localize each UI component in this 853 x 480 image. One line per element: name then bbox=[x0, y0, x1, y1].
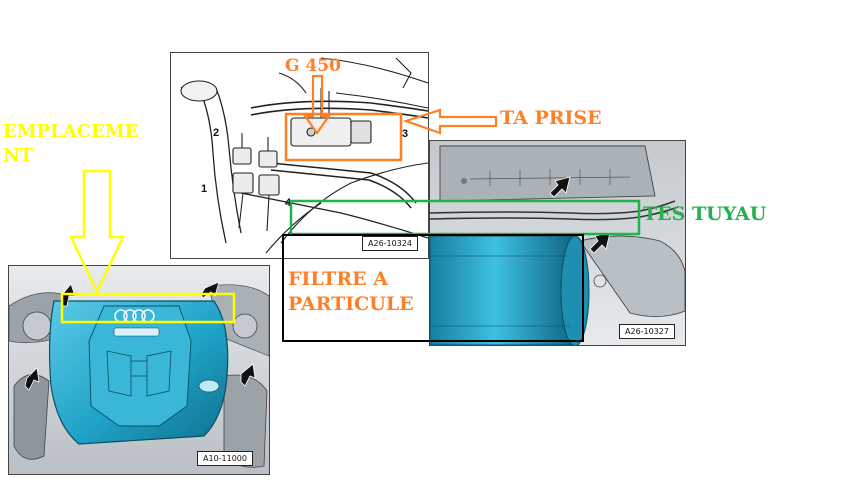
engine-figure-ref: A10-11000 bbox=[197, 451, 253, 466]
emplacement-label: EMPLACEME NT bbox=[3, 123, 139, 165]
engine-bay-drawing bbox=[9, 266, 269, 474]
tes-tuyau-label: TES TUYAU bbox=[643, 203, 767, 225]
callout-number-3: 3 bbox=[402, 128, 409, 140]
filtre-label-line2: PARTICULE bbox=[288, 293, 414, 315]
engine-bay-figure bbox=[8, 265, 270, 475]
sensor-figure-ref: A26-10324 bbox=[362, 236, 418, 251]
callout-number-1: 1 bbox=[201, 183, 208, 195]
g450-label: G 450 bbox=[285, 56, 341, 76]
ta-prise-label: TA PRISE bbox=[500, 107, 602, 129]
filtre-label-line1: FILTRE A bbox=[288, 268, 388, 290]
dpf-drawing bbox=[430, 141, 685, 345]
dpf-figure bbox=[429, 140, 686, 346]
callout-number-4: 4 bbox=[285, 197, 292, 209]
emplacement-label-line1: EMPLACEME bbox=[3, 121, 139, 142]
sensor-drawing bbox=[180, 57, 428, 254]
sensor-figure bbox=[170, 52, 429, 259]
emplacement-label-line2: NT bbox=[3, 145, 33, 166]
dpf-figure-ref: A26-10327 bbox=[619, 324, 675, 339]
callout-number-2: 2 bbox=[213, 127, 220, 139]
filtre-particule-label: FILTRE A PARTICULE bbox=[288, 270, 414, 314]
